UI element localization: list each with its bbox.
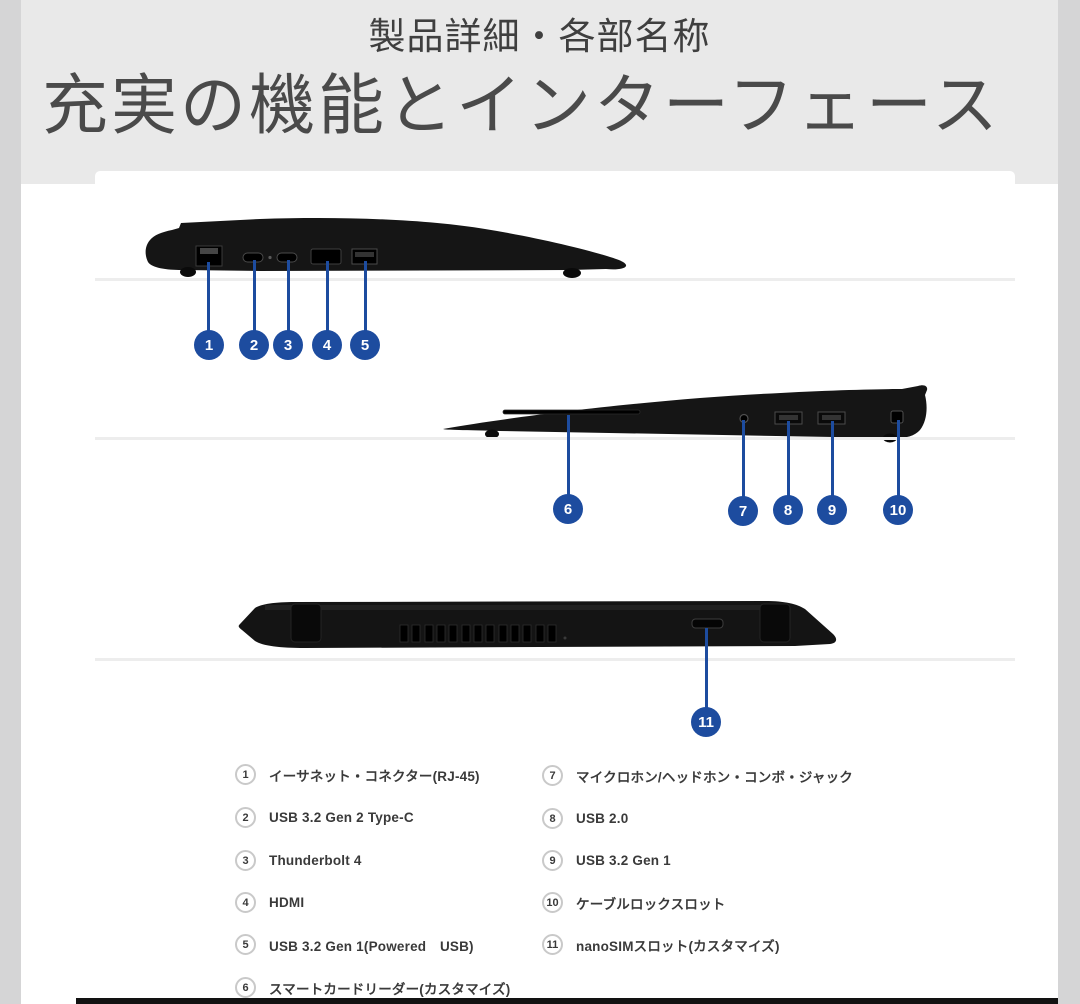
led-indicator (268, 255, 272, 260)
banner-subtitle: 製品詳細・各部名称 (368, 16, 711, 57)
laptop-shadow (95, 278, 1015, 281)
legend-label-9: USB 3.2 Gen 1 (576, 853, 671, 868)
callout-9: 9 (817, 495, 847, 525)
next-section-edge (76, 998, 1058, 1004)
legend-num-8: 8 (542, 808, 563, 829)
callout-6: 6 (553, 494, 583, 524)
callout-line-8 (787, 421, 790, 497)
callout-line-11 (705, 628, 708, 709)
header-banner: 製品詳細・各部名称 充実の機能とインターフェース (21, 0, 1058, 184)
legend-item-5: 5 USB 3.2 Gen 1(Powered USB) (235, 934, 474, 955)
legend-num-2: 2 (235, 807, 256, 828)
legend-num-1: 1 (235, 764, 256, 785)
callout-line-5 (364, 261, 367, 332)
callout-line-10 (897, 420, 900, 496)
legend-label-6: スマートカードリーダー(カスタマイズ) (269, 981, 511, 997)
lid-edge-sheen (265, 605, 765, 610)
laptop-body (443, 385, 928, 439)
legend-num-6: 6 (235, 977, 256, 998)
callout-11: 11 (691, 707, 721, 737)
callout-line-2 (253, 260, 256, 332)
callout-10: 10 (883, 495, 913, 525)
legend-item-1: 1 イーサネット・コネクター(RJ-45) (235, 764, 480, 785)
left-edge-strip (0, 0, 21, 1004)
usb-a-tongue (355, 252, 374, 257)
callout-line-9 (831, 421, 834, 497)
legend-item-8: 8 USB 2.0 (542, 808, 628, 829)
legend-label-4: HDMI (269, 895, 305, 910)
laptop-shadow (95, 658, 1015, 661)
legend-item-2: 2 USB 3.2 Gen 2 Type-C (235, 807, 414, 828)
legend-num-4: 4 (235, 892, 256, 913)
legend-label-2: USB 3.2 Gen 2 Type-C (269, 810, 414, 825)
legend-item-3: 3 Thunderbolt 4 (235, 850, 362, 871)
callout-2: 2 (239, 330, 269, 360)
hinge-right (759, 603, 791, 643)
legend-item-6: 6 スマートカードリーダー(カスタマイズ) (235, 977, 510, 998)
legend-item-4: 4 HDMI (235, 892, 304, 913)
legend-item-11: 11 nanoSIMスロット(カスタマイズ) (542, 934, 780, 955)
sim-slot (691, 618, 724, 629)
callout-line-3 (287, 260, 290, 332)
rubber-foot (485, 429, 499, 439)
callout-line-7 (742, 420, 745, 498)
laptop-left-side-image (145, 218, 627, 278)
legend-label-7: マイクロホン/ヘッドホン・コンボ・ジャック (576, 769, 854, 785)
smartcard-slot (502, 409, 641, 415)
hinge-left (290, 603, 322, 643)
legend-num-9: 9 (542, 850, 563, 871)
legend-num-5: 5 (235, 934, 256, 955)
laptop-right-side-image (443, 385, 928, 443)
callout-5: 5 (350, 330, 380, 360)
legend-num-7: 7 (542, 765, 563, 786)
callout-8: 8 (773, 495, 803, 525)
callout-3: 3 (273, 330, 303, 360)
legend-label-11: nanoSIMスロット(カスタマイズ) (576, 938, 780, 954)
vent-grille (399, 624, 557, 643)
legend-label-3: Thunderbolt 4 (269, 853, 362, 868)
callout-line-1 (207, 262, 210, 332)
callout-4: 4 (312, 330, 342, 360)
page-title: 充実の機能とインターフェース (42, 68, 1001, 142)
callout-line-6 (567, 415, 570, 496)
callout-1: 1 (194, 330, 224, 360)
ethernet-port-pins (200, 248, 218, 254)
laptop-body (238, 601, 837, 648)
rubber-foot (563, 268, 581, 278)
laptop-body (145, 218, 627, 271)
right-edge-strip (1058, 0, 1080, 1004)
legend-item-9: 9 USB 3.2 Gen 1 (542, 850, 671, 871)
legend-label-8: USB 2.0 (576, 811, 629, 826)
laptop-shadow (95, 437, 1015, 440)
legend-label-10: ケーブルロックスロット (576, 896, 726, 912)
rubber-foot (180, 267, 196, 277)
callout-7: 7 (728, 496, 758, 526)
laptop-rear-image (238, 601, 837, 648)
legend-label-1: イーサネット・コネクター(RJ-45) (269, 768, 480, 784)
legend-num-10: 10 (542, 892, 563, 913)
callout-line-4 (326, 261, 329, 332)
legend-item-10: 10 ケーブルロックスロット (542, 892, 726, 913)
legend-label-5: USB 3.2 Gen 1(Powered USB) (269, 938, 474, 954)
screw-dot (563, 636, 567, 640)
content-card-top (95, 171, 1015, 187)
usb-a-tongue (822, 415, 841, 420)
legend-item-7: 7 マイクロホン/ヘッドホン・コンボ・ジャック (542, 765, 853, 786)
usb-a-tongue (779, 415, 798, 420)
legend-num-3: 3 (235, 850, 256, 871)
legend-num-11: 11 (542, 934, 563, 955)
